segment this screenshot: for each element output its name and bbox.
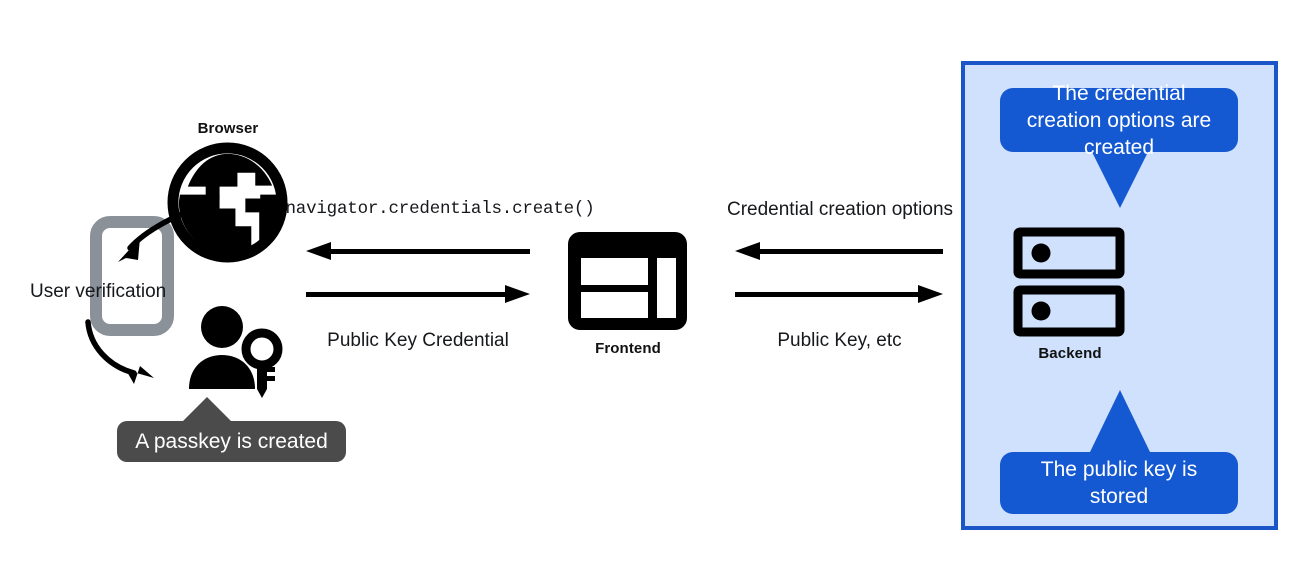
passkey-created-callout: A passkey is created [117, 421, 346, 462]
passkey-created-callout-tail [183, 397, 231, 421]
browser-frontend-bottom-arrow [306, 285, 530, 303]
device-to-user-arrow [82, 318, 192, 398]
public-key-etc-label: Public Key, etc [777, 330, 902, 351]
credential-options-callout-tail [1090, 148, 1150, 208]
credential-creation-options-label: Credential creation options [726, 199, 954, 220]
user-with-key-icon [186, 305, 284, 398]
public-key-credential-label: Public Key Credential [327, 330, 509, 351]
frontend-label: Frontend [595, 340, 661, 357]
window-layout-icon [568, 232, 687, 330]
frontend-backend-bottom-arrow [735, 285, 943, 303]
browser-label: Browser [197, 120, 259, 137]
navigator-create-label: navigator.credentials.create() [285, 199, 595, 219]
public-key-stored-callout: The public key is stored [1000, 452, 1238, 514]
server-rack-icon [1013, 227, 1125, 337]
frontend-backend-top-arrow [735, 242, 943, 260]
backend-label: Backend [1038, 345, 1102, 362]
credential-options-callout: The credential creation options are crea… [1000, 82, 1238, 159]
public-key-stored-callout-tail [1090, 390, 1150, 452]
browser-to-device-arrow [100, 200, 210, 285]
browser-frontend-top-arrow [306, 242, 530, 260]
user-verification-label: User verification [30, 281, 167, 302]
mobile-phone-icon [90, 216, 174, 336]
